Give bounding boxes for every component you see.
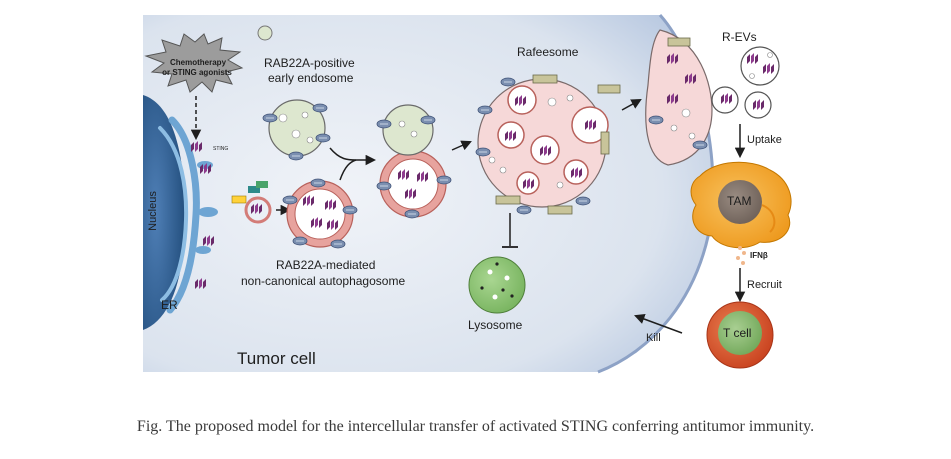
non-canonical-autophagosome	[282, 178, 358, 249]
kill-label: Kill	[646, 332, 661, 344]
budding-vesicle	[645, 29, 713, 166]
rafeesome-label: Rafeesome	[517, 45, 579, 59]
fused-compartment	[376, 104, 452, 219]
endoplasmic-reticulum	[158, 116, 200, 314]
sting-tag-label: STING	[213, 146, 229, 152]
rafeesome	[475, 74, 621, 215]
ifnb-label: IFNβ	[750, 251, 768, 260]
burst-label-line2: or STING agonists	[162, 68, 232, 77]
t-cell	[706, 301, 774, 369]
tcell-label: T cell	[723, 326, 752, 340]
early-endosome-label-line1: RAB22A-positive	[264, 56, 355, 70]
recruit-label: Recruit	[747, 279, 782, 291]
figure-caption: Fig. The proposed model for the intercel…	[136, 418, 815, 435]
autophagosome-label-line1: RAB22A-mediated	[276, 258, 376, 272]
early-endosome	[262, 99, 331, 161]
tam-macrophage	[690, 161, 792, 265]
model-diagram	[143, 14, 792, 374]
chemotherapy-burst-icon	[144, 33, 244, 93]
nucleus-label: Nucleus	[147, 191, 159, 231]
autophagosome-label-line2: non-canonical autophagosome	[241, 274, 406, 288]
burst-label-line1: Chemotherapy	[170, 58, 227, 67]
tumor-cell-label: Tumor cell	[237, 349, 316, 368]
lysosome	[468, 256, 526, 314]
uptake-label: Uptake	[747, 134, 782, 146]
early-endosome-label-line2: early endosome	[268, 71, 354, 85]
tam-label: TAM	[727, 194, 752, 208]
lysosome-label: Lysosome	[468, 318, 523, 332]
er-label: ER	[161, 298, 178, 312]
sting-budding-cluster	[231, 181, 272, 224]
revs-label: R-EVs	[722, 30, 757, 44]
r-evs	[711, 46, 780, 119]
